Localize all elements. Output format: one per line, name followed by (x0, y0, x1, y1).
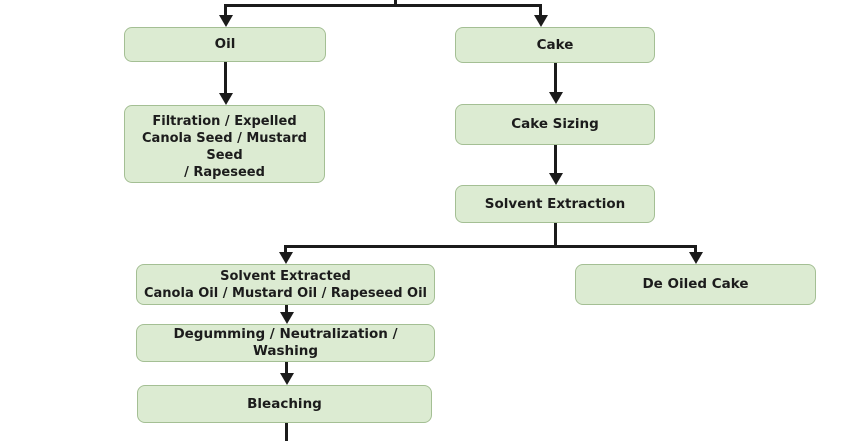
connector-bleaching-to-next (285, 423, 288, 441)
arrowhead-to-de-oiled-cake-icon (688, 252, 703, 264)
connector-extracted-oil-to-degumming (285, 305, 288, 314)
connector-drop-to-oil (224, 6, 227, 17)
connector-extraction-to-branch (554, 223, 557, 247)
node-degumming: Degumming / Neutralization / Washing (136, 324, 435, 362)
node-solvent-extraction: Solvent Extraction (455, 185, 655, 223)
arrowhead-to-degumming-icon (279, 312, 294, 324)
connector-cake-to-cake-sizing (554, 63, 557, 94)
connector-branch-horizontal (284, 245, 697, 248)
connector-oil-to-filtration (224, 62, 227, 95)
connector-drop-to-cake (539, 6, 542, 17)
node-oil: Oil (124, 27, 326, 62)
connector-top-parent-stub (394, 0, 397, 6)
connector-cake-sizing-to-extraction (554, 145, 557, 175)
arrowhead-to-bleaching-icon (279, 373, 294, 385)
node-bleaching: Bleaching (137, 385, 432, 423)
arrowhead-to-oil-icon (218, 15, 233, 27)
node-solvent-extracted-oil: Solvent Extracted Canola Oil / Mustard O… (136, 264, 435, 305)
node-cake: Cake (455, 27, 655, 63)
connector-top-branch-horizontal (224, 4, 542, 7)
connector-degumming-to-bleaching (285, 362, 288, 375)
arrowhead-to-filtration-icon (218, 93, 233, 105)
node-de-oiled-cake: De Oiled Cake (575, 264, 816, 305)
node-filtration-expelled: Filtration / Expelled Canola Seed / Must… (124, 105, 325, 183)
node-cake-sizing: Cake Sizing (455, 104, 655, 145)
connector-branch-left-drop (284, 247, 287, 254)
arrowhead-to-solvent-extracted-oil-icon (278, 252, 293, 264)
arrowhead-to-cake-sizing-icon (548, 92, 563, 104)
arrowhead-to-solvent-extraction-icon (548, 173, 563, 185)
arrowhead-to-cake-icon (533, 15, 548, 27)
connector-branch-right-drop (694, 247, 697, 254)
